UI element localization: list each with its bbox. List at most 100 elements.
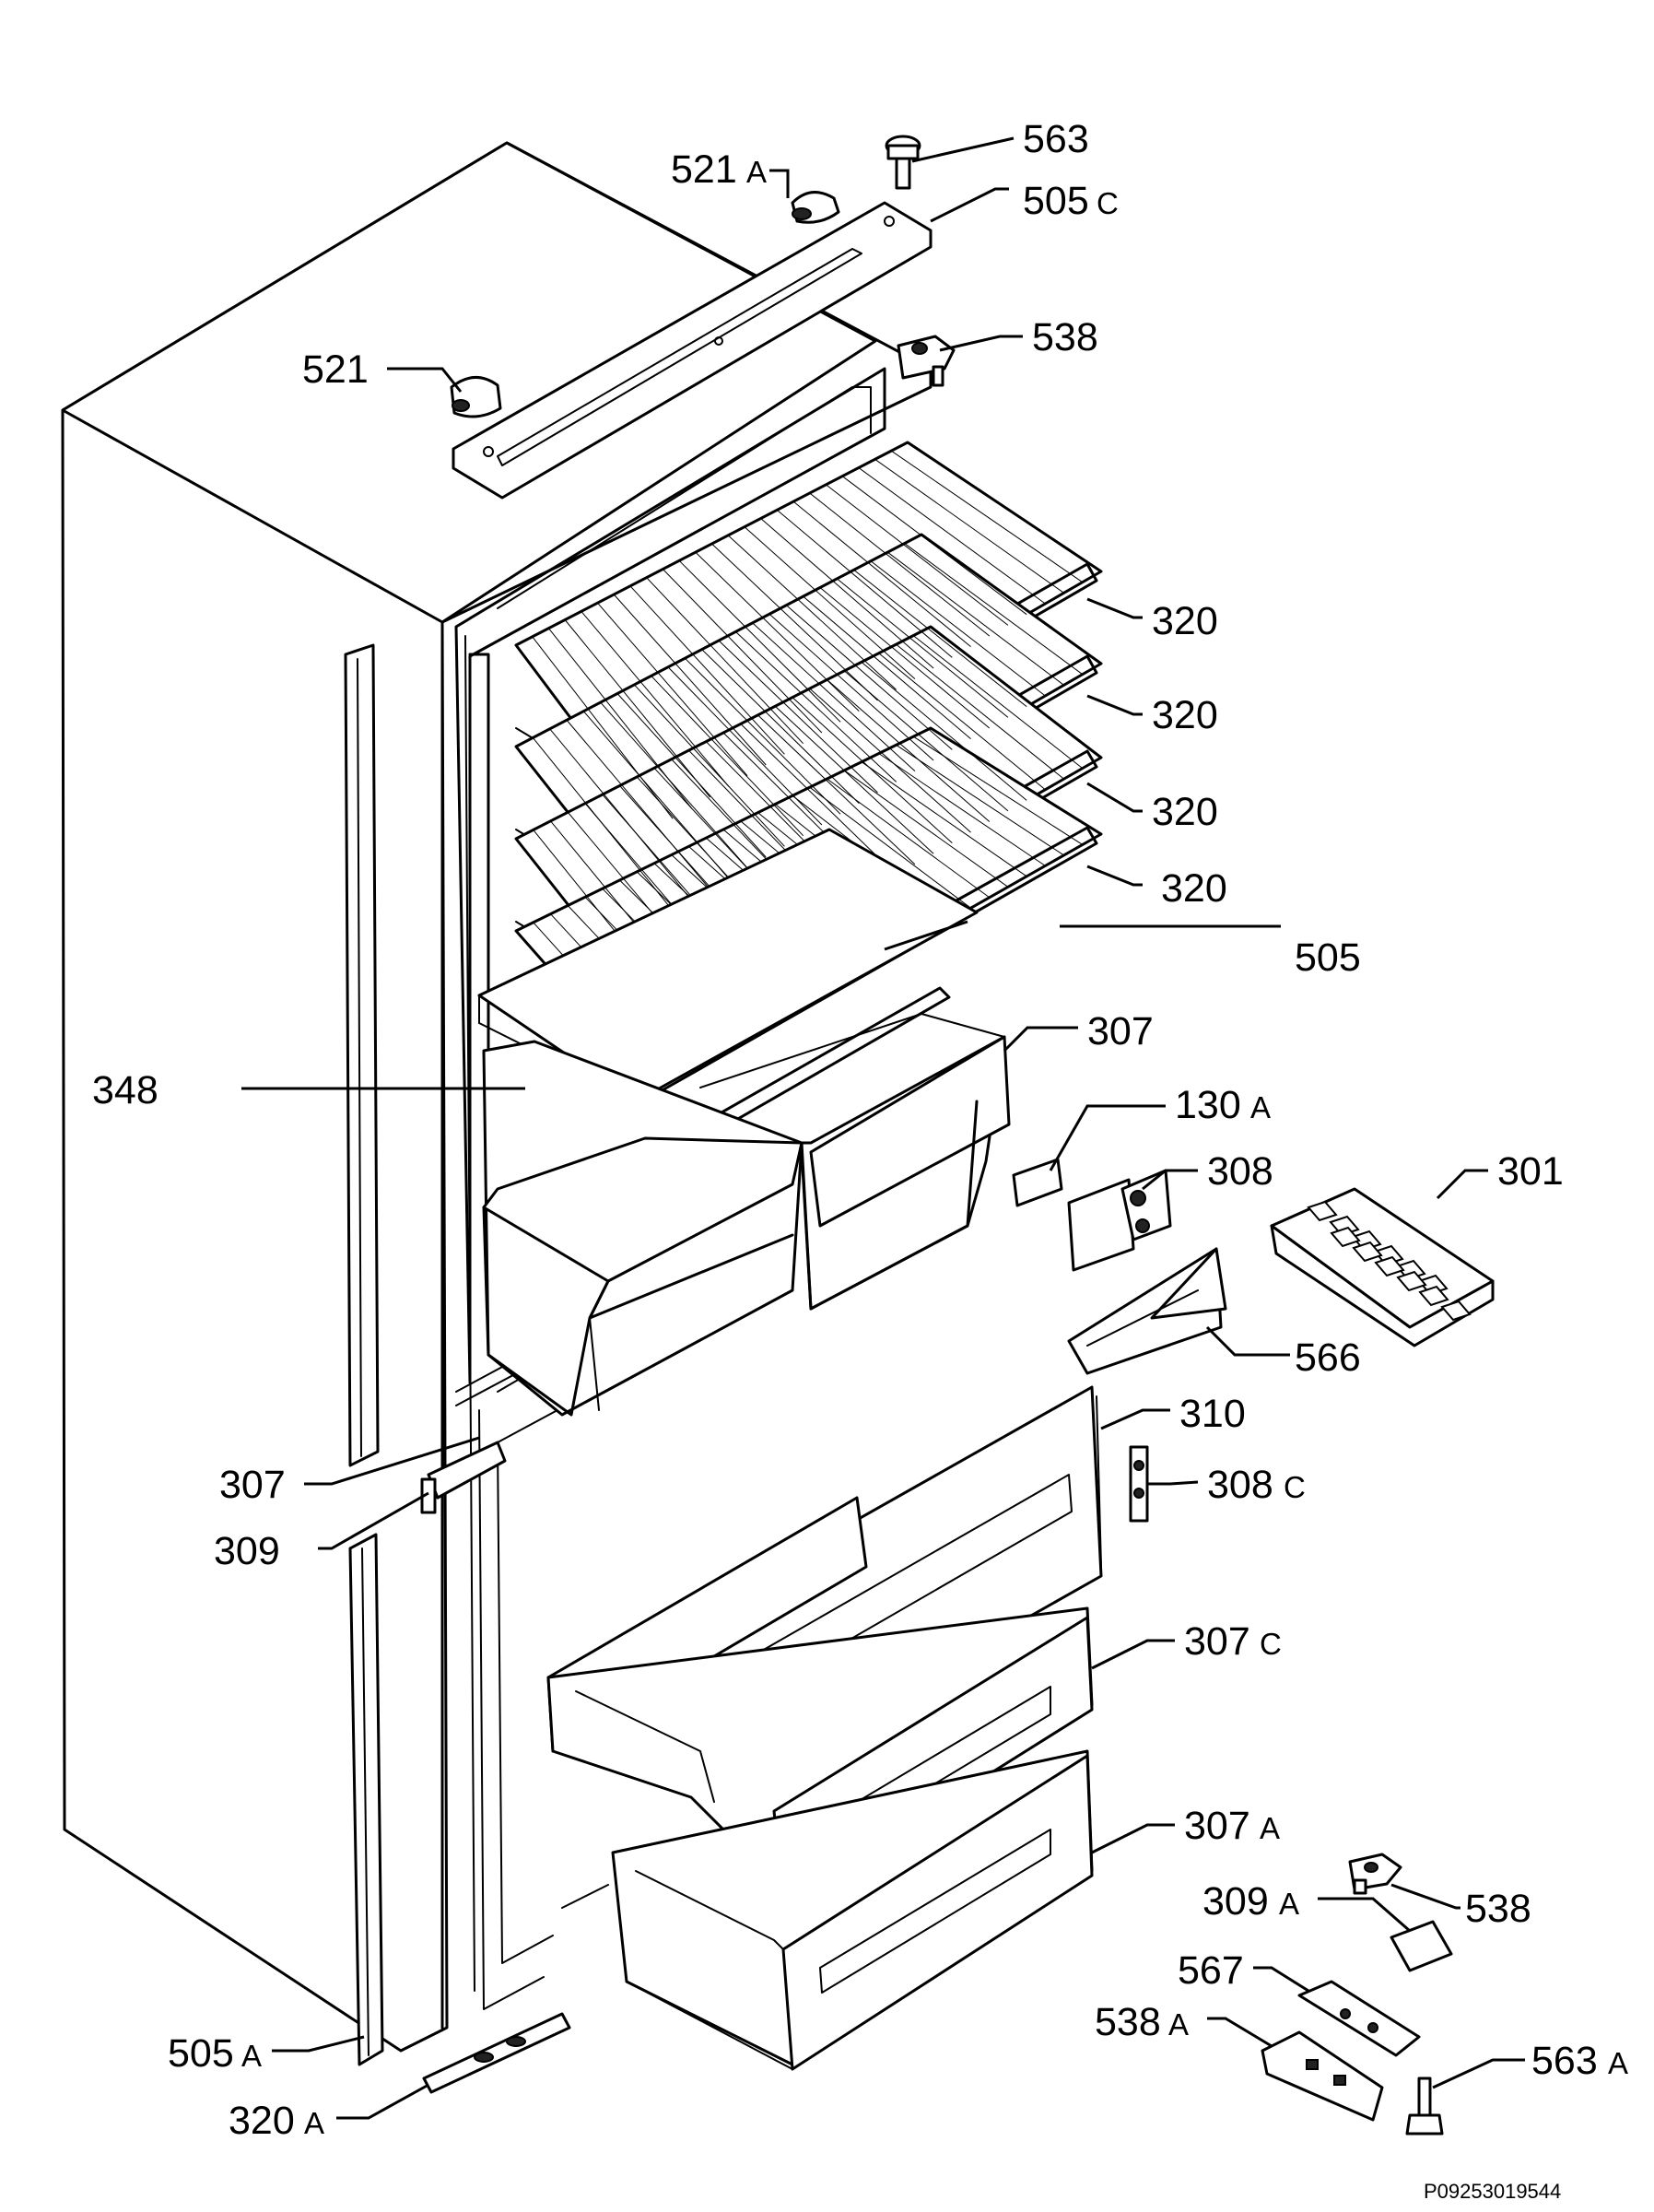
shelf-hatch-line — [777, 509, 953, 658]
label-130a-suffix: A — [1250, 1090, 1271, 1124]
label-567: 567 — [1178, 1948, 1244, 1993]
shelf-hatch-line — [711, 543, 878, 701]
label-130a: 130 — [1175, 1083, 1241, 1127]
shelf-hatch-line — [912, 735, 1084, 845]
label-563a: 563 — [1531, 2039, 1598, 2083]
label-521a: 521 — [671, 147, 737, 192]
ice-cell — [1418, 1285, 1449, 1307]
label-307-left: 307 — [219, 1463, 286, 1507]
label-307a-suffix: A — [1260, 1811, 1280, 1845]
label-538-bottom: 538 — [1465, 1887, 1531, 1931]
small-parts-right — [420, 1158, 1495, 1523]
label-307a: 307 — [1184, 1804, 1250, 1848]
shelf-hatch-line — [774, 705, 934, 854]
label-320-shelf-1: 320 — [1152, 599, 1218, 643]
label-320-shelf-3: 320 — [1152, 790, 1218, 834]
shelf-hatch-line — [841, 476, 1027, 616]
label-309: 309 — [214, 1529, 280, 1573]
label-563a-suffix: A — [1608, 2046, 1628, 2080]
clip-309-icon — [420, 1441, 507, 1514]
label-307: 307 — [1087, 1009, 1154, 1053]
label-505a-suffix: A — [241, 2039, 262, 2073]
pin-308c-icon — [1129, 1445, 1149, 1523]
shelf-hatch-line — [809, 492, 991, 637]
label-538a-suffix: A — [1168, 2007, 1189, 2041]
leader-lines — [241, 136, 1525, 2120]
shelf-hatch-line — [744, 526, 916, 680]
shelf-hatch-line — [581, 611, 730, 787]
shelf-hatch-line — [792, 500, 971, 648]
label-308: 308 — [1207, 1149, 1273, 1194]
label-320-shelf-2: 320 — [1152, 693, 1218, 737]
ice-cell — [1396, 1270, 1427, 1292]
hinge-308-icon — [1067, 1169, 1172, 1272]
shelf-hatch-line — [891, 450, 1084, 583]
label-307c-suffix: C — [1260, 1627, 1282, 1661]
shelf-hatch-line — [616, 693, 767, 858]
ice-cell — [1330, 1226, 1361, 1248]
glass-shelves-320 — [514, 441, 1103, 1094]
shelf-hatch-line — [549, 728, 692, 900]
shelf-hatch-line — [613, 594, 767, 766]
shelf-hatch-line — [878, 753, 1046, 866]
label-521: 521 — [302, 347, 369, 392]
label-320a-suffix: A — [304, 2106, 324, 2140]
label-563: 563 — [1023, 117, 1089, 161]
label-505c-suffix: C — [1097, 186, 1119, 220]
part-labels: 563 521 A 505 C 538 521 320 320 320 320 … — [92, 117, 1628, 2203]
shelf-hatch-line — [629, 585, 785, 755]
ice-cell — [1352, 1241, 1383, 1263]
shelf-hatch-line — [684, 657, 841, 815]
label-307c: 307 — [1184, 1619, 1250, 1664]
label-505c: 505 — [1023, 179, 1089, 223]
ice-cell — [1307, 1200, 1338, 1222]
bracket-566-icon — [1067, 1247, 1227, 1375]
part-130a-icon — [1012, 1158, 1063, 1207]
shelf-hatch-line — [532, 636, 674, 819]
shelf-hatch-line — [870, 560, 1046, 697]
label-320-shelf-4: 320 — [1161, 866, 1227, 911]
cap-521a-icon — [791, 191, 840, 224]
freezer-drawers — [546, 1385, 1103, 2071]
shelf-hatch-line — [663, 569, 823, 734]
shelf-hatch-line — [874, 458, 1064, 594]
shelf-hatch-line — [887, 551, 1064, 686]
shelf-hatch-line — [566, 719, 711, 890]
label-310: 310 — [1179, 1392, 1246, 1436]
rail-320a-icon — [422, 2012, 571, 2094]
crisper-drawers-307 — [482, 1013, 1011, 1417]
shelf-hatch-line — [896, 744, 1064, 856]
shelf-hatch-line — [678, 559, 841, 723]
label-505: 505 — [1295, 935, 1361, 980]
shelf-hatch-line — [734, 631, 897, 782]
screw-563-icon — [885, 135, 921, 190]
label-538a: 538 — [1095, 2000, 1161, 2044]
label-538-top: 538 — [1032, 315, 1098, 359]
screw-563a-icon — [1405, 2077, 1444, 2136]
shelf-hatch-line — [837, 578, 1009, 718]
label-566: 566 — [1295, 1335, 1361, 1380]
crisper-drawer-left — [482, 1040, 804, 1417]
shelf-hatch-line — [727, 535, 897, 690]
shelf-hatch-line — [786, 605, 953, 750]
shelf-hatch-line — [701, 649, 860, 805]
shelf-hatch-line — [600, 701, 748, 868]
shelf-hatch-line — [633, 684, 785, 847]
shelf-hatch-line — [760, 518, 934, 669]
shelf-hatch-line — [718, 640, 878, 794]
shelf-hatch-line — [853, 569, 1027, 708]
label-309a-suffix: A — [1279, 1887, 1299, 1921]
shelf-hatch-line — [827, 778, 991, 899]
shelf-hatch-line — [878, 653, 1046, 791]
shelf-hatch-line — [826, 484, 1009, 626]
drawing-code: P09253019544 — [1424, 2180, 1561, 2203]
shelf-hatch-line — [651, 675, 804, 837]
shelf-hatch-line — [757, 714, 916, 865]
shelf-hatch-line — [858, 467, 1046, 605]
label-505a: 505 — [168, 2031, 234, 2076]
shelf-hatch-line — [904, 543, 1084, 676]
shelf-hatch-line — [912, 635, 1084, 769]
label-309a: 309 — [1202, 1879, 1269, 1924]
cap-521-icon — [450, 376, 502, 418]
hinge-538a-icon — [1261, 2030, 1384, 2122]
